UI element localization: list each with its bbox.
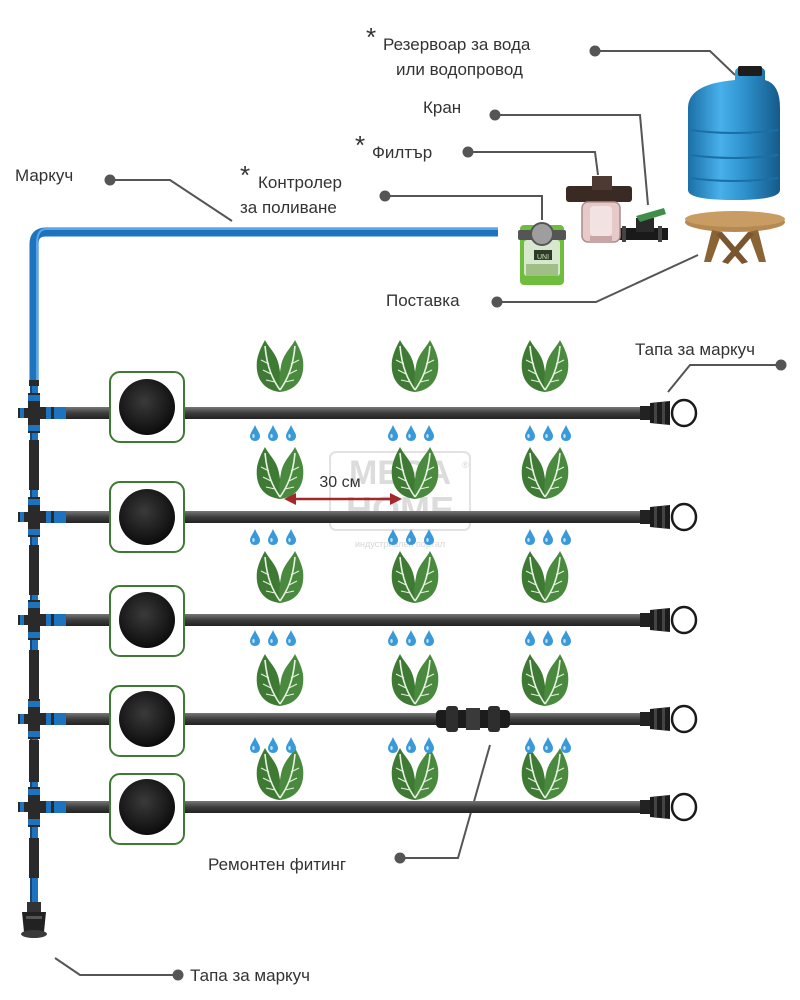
plant <box>520 340 570 393</box>
plant <box>390 340 440 393</box>
water-drop <box>406 425 416 441</box>
water-drop <box>424 425 434 441</box>
plant <box>520 654 570 707</box>
hose-label: Маркуч <box>15 166 73 185</box>
water-drop <box>561 630 571 646</box>
water-drop <box>561 425 571 441</box>
water-drop <box>525 529 535 545</box>
tee-fitting <box>18 497 54 537</box>
controller-screen-text: UNI <box>537 254 549 261</box>
plant <box>390 551 440 604</box>
tee-fitting <box>18 393 54 433</box>
water-tank <box>688 66 780 200</box>
water-drop <box>286 425 296 441</box>
tee-fitting <box>18 600 54 640</box>
watermark-registered: ® <box>462 460 469 470</box>
end-cap <box>640 792 698 822</box>
tee-fitting <box>18 699 54 739</box>
spacing-label: 30 см <box>319 474 360 491</box>
filter <box>566 176 632 243</box>
plant <box>255 654 305 707</box>
controller-label-line2: за поливане <box>240 198 337 217</box>
drip-row <box>18 371 698 443</box>
end-cap <box>640 398 698 428</box>
end-cap <box>640 605 698 635</box>
water-drop <box>543 630 553 646</box>
stand-label: Поставка <box>386 291 460 310</box>
water-drop <box>250 737 260 753</box>
water-drop <box>250 630 260 646</box>
tap-label: Кран <box>423 98 461 117</box>
water-drop <box>268 630 278 646</box>
tee-fitting <box>18 787 54 827</box>
plant <box>255 551 305 604</box>
controller-asterisk: * <box>240 160 250 190</box>
drip-row <box>18 585 698 657</box>
drip-rows <box>18 371 698 845</box>
main-hose-end-cap <box>21 902 47 938</box>
end-cap-label-right: Тапа за маркуч <box>635 340 755 359</box>
water-drop <box>525 630 535 646</box>
water-drop <box>543 529 553 545</box>
plant <box>255 748 305 801</box>
filter-asterisk: * <box>355 130 365 160</box>
water-drop <box>424 630 434 646</box>
water-drop <box>388 630 398 646</box>
water-drop <box>388 529 398 545</box>
plant <box>255 340 305 393</box>
leader-dots <box>104 45 787 981</box>
water-drop <box>388 425 398 441</box>
end-cap <box>640 502 698 532</box>
leader-lines <box>54 50 781 976</box>
water-drop <box>525 425 535 441</box>
water-drop <box>561 529 571 545</box>
water-drop <box>268 529 278 545</box>
watermark-subtitle: индустриален портал <box>355 539 445 549</box>
plant <box>520 447 570 500</box>
plant <box>520 748 570 801</box>
plant <box>390 654 440 707</box>
plant <box>520 551 570 604</box>
water-drop <box>406 529 416 545</box>
repair-fitting-label: Ремонтен фитинг <box>208 855 346 874</box>
water-drop <box>543 737 553 753</box>
water-drop <box>406 737 416 753</box>
plant <box>390 748 440 801</box>
water-drop <box>543 425 553 441</box>
filter-label: Филтър <box>372 143 432 162</box>
tap-valve <box>618 208 668 242</box>
drip-row <box>18 685 698 757</box>
reservoir-label-line1: Резервоар за вода <box>383 35 531 54</box>
repair-fitting <box>436 706 510 732</box>
water-drop <box>286 529 296 545</box>
tank-stand <box>685 211 785 264</box>
drip-row <box>18 481 698 553</box>
water-drop <box>388 737 398 753</box>
water-drop <box>268 737 278 753</box>
water-drop <box>424 737 434 753</box>
water-drop <box>250 529 260 545</box>
plant <box>255 447 305 500</box>
water-drop <box>250 425 260 441</box>
water-drop <box>406 630 416 646</box>
spacing-dimension: 30 см <box>284 474 402 505</box>
end-cap <box>640 704 698 734</box>
reservoir-label-line2: или водопровод <box>396 60 523 79</box>
water-drop <box>286 630 296 646</box>
reservoir-asterisk: * <box>366 22 376 52</box>
drip-row <box>18 773 698 845</box>
end-cap-label-bottom: Тапа за маркуч <box>190 966 310 985</box>
water-drop <box>286 737 296 753</box>
water-drop <box>424 529 434 545</box>
watermark-line2: HOME <box>346 489 454 530</box>
water-drop <box>525 737 535 753</box>
water-drop <box>268 425 278 441</box>
water-drop <box>561 737 571 753</box>
controller-label-line1: Контролер <box>258 173 342 192</box>
main-hose-connectors <box>29 380 39 878</box>
irrigation-controller: UNI <box>518 222 566 285</box>
